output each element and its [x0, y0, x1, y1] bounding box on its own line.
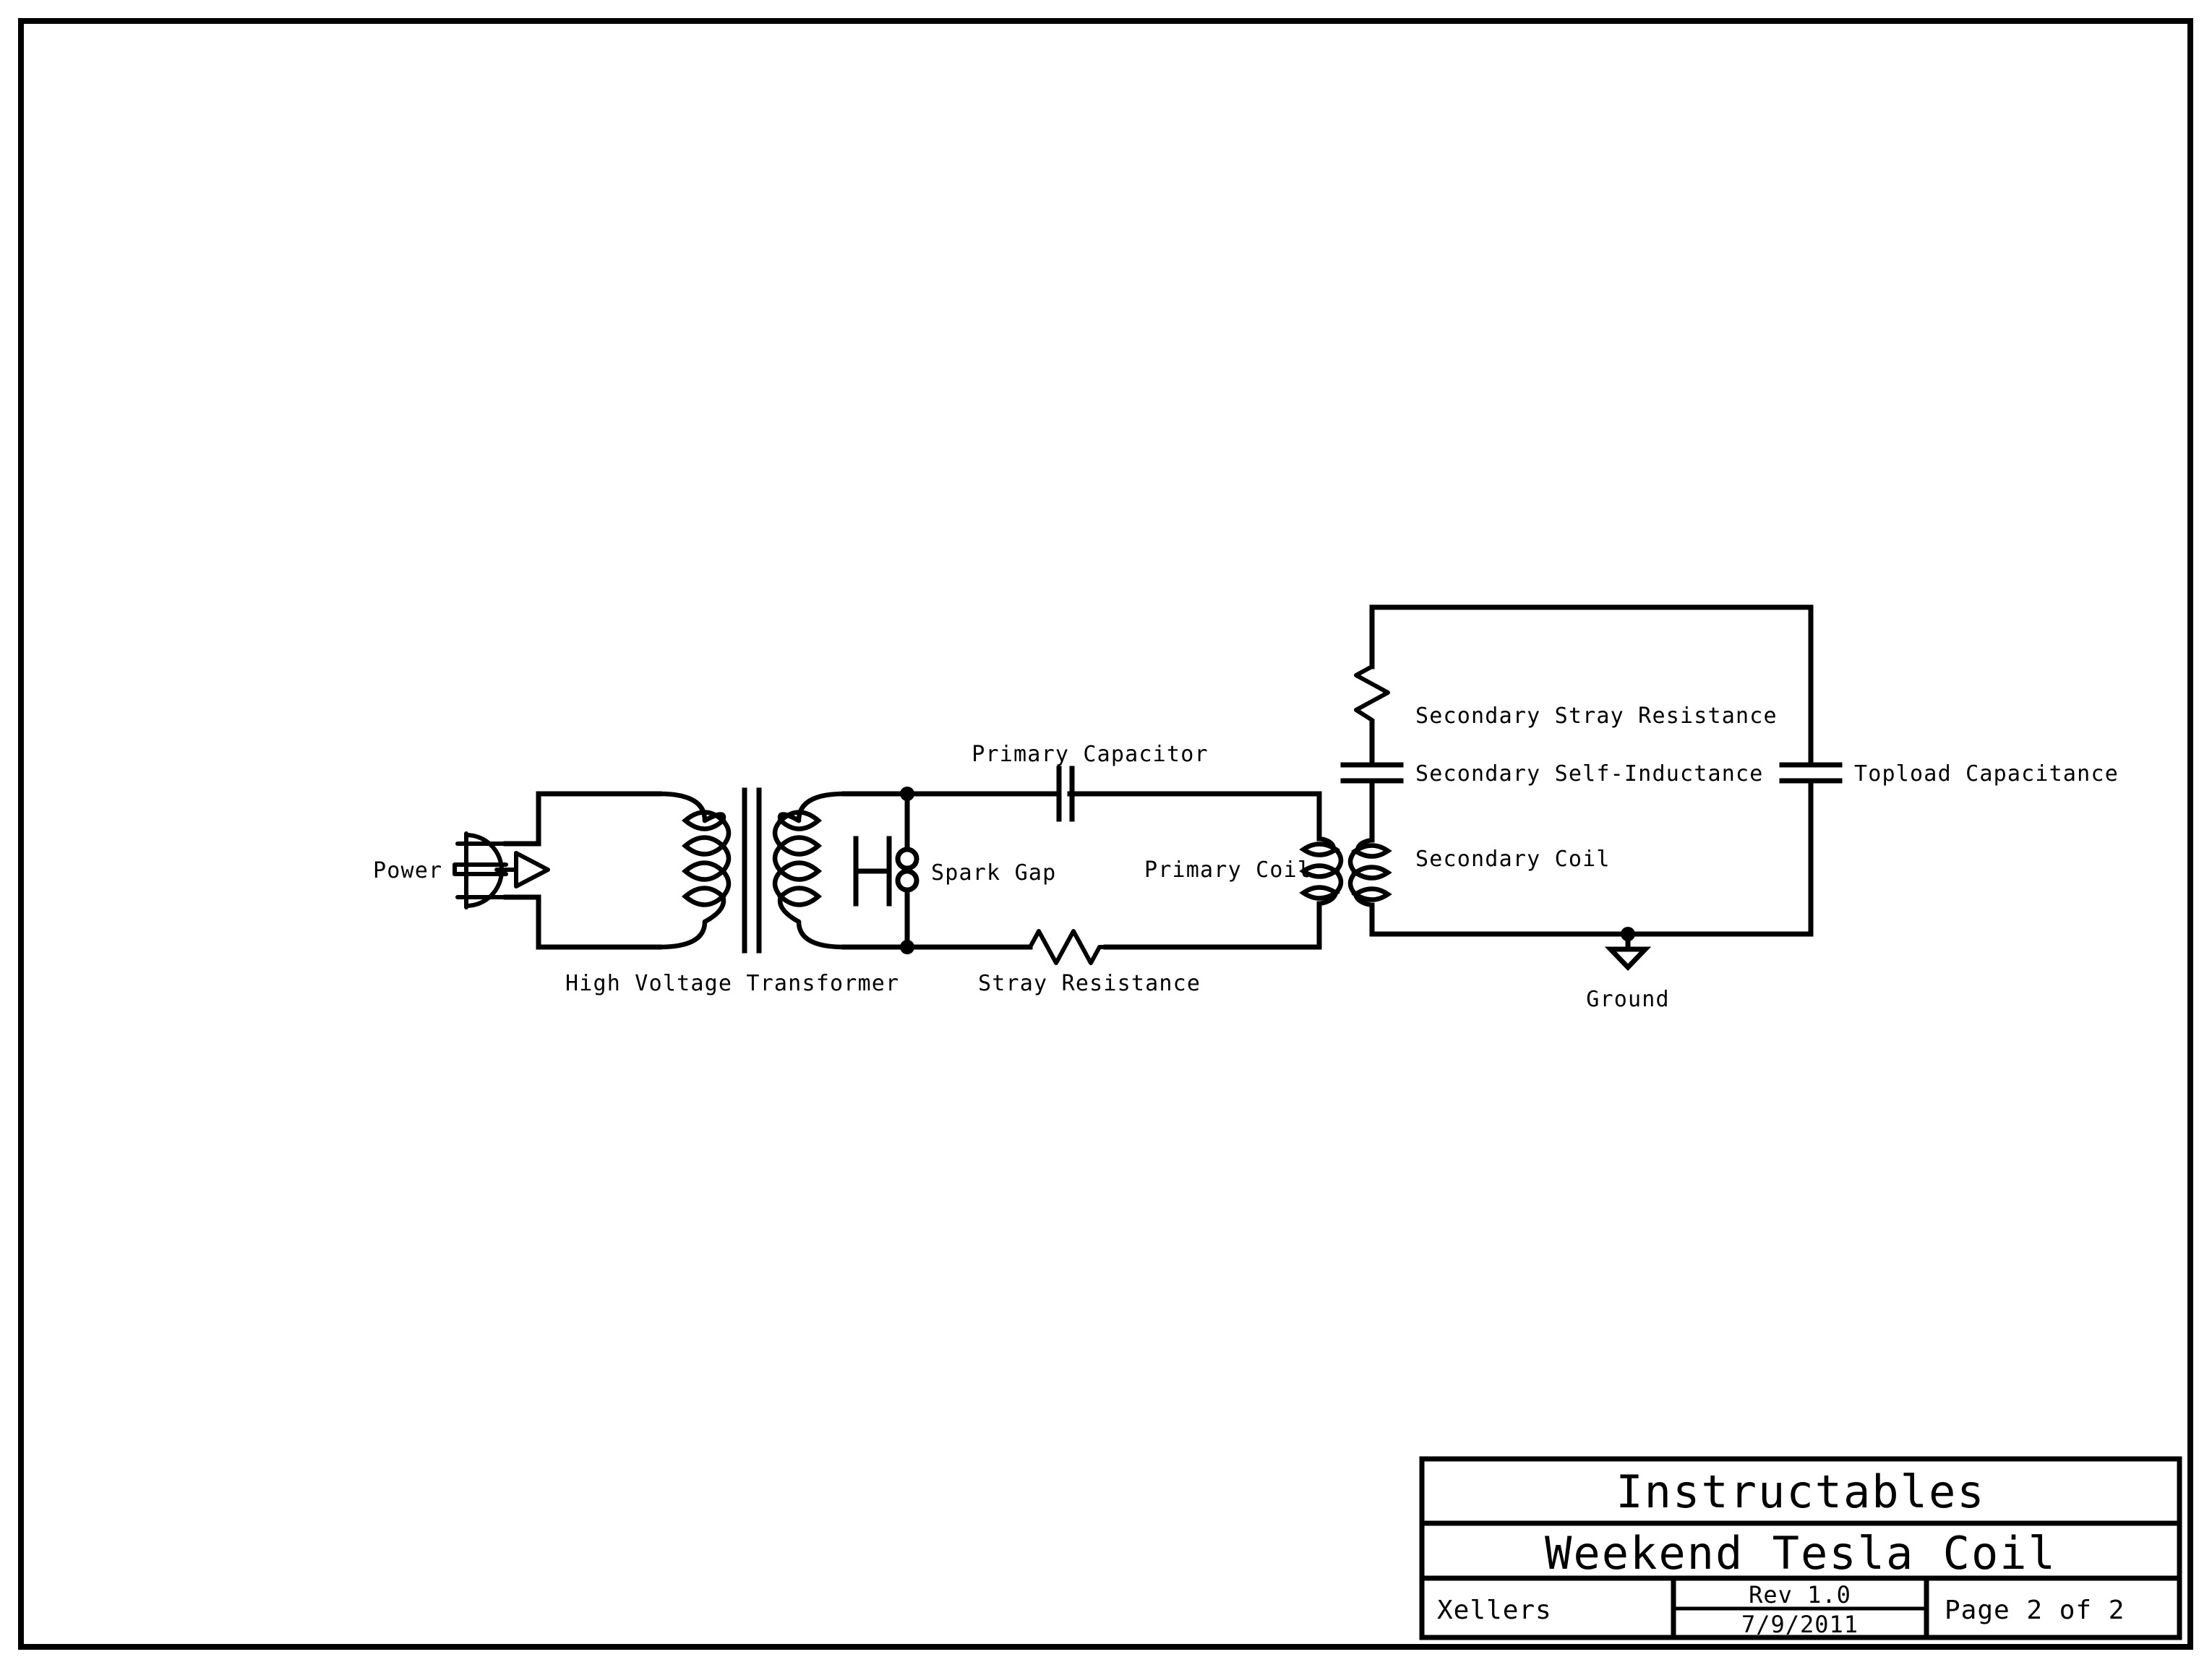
primary-capacitor-label: Primary Capacitor	[972, 742, 1208, 767]
page-border	[18, 18, 2193, 1650]
title-block-page: Page 2 of 2	[1945, 1596, 2125, 1625]
secondary-stray-resistance-label: Secondary Stray Resistance	[1415, 703, 1778, 729]
title-block-project-title: Weekend Tesla Coil	[1545, 1527, 2057, 1580]
transformer-secondary-winding	[772, 791, 847, 950]
primary-capacitor-icon	[1056, 766, 1075, 822]
ground-label: Ground	[1586, 987, 1670, 1012]
primary-coil-icon	[1299, 836, 1344, 907]
title-block-author: Xellers	[1437, 1596, 1552, 1625]
power-plug-icon	[453, 831, 550, 909]
secondary-circuit-wiring	[1369, 604, 1814, 937]
secondary-stray-resistance-icon	[1354, 664, 1390, 724]
primary-tank-wiring	[841, 791, 1322, 950]
transformer-primary-winding	[656, 791, 732, 950]
title-block-organization: Instructables	[1616, 1465, 1985, 1518]
title-block: Instructables Weekend Tesla Coil Xellers…	[1419, 1456, 2182, 1640]
transformer-primary-wiring	[503, 791, 662, 950]
transformer-core	[742, 787, 762, 954]
junction-node-bottom	[900, 940, 914, 954]
topload-capacitance-icon	[1779, 762, 1843, 784]
spark-gap-label: Spark Gap	[931, 860, 1056, 886]
title-block-revision: Rev 1.0	[1749, 1581, 1851, 1609]
high-voltage-transformer-label: High Voltage Transformer	[565, 971, 899, 996]
secondary-self-inductance-icon	[1340, 762, 1404, 784]
stray-resistance-icon	[1028, 929, 1108, 965]
spark-gap-icon	[895, 847, 919, 893]
junction-node-top	[900, 787, 914, 801]
secondary-coil-icon	[1347, 837, 1392, 908]
safety-gap-icon	[853, 836, 892, 907]
secondary-coil-label: Secondary Coil	[1415, 847, 1611, 872]
secondary-self-inductance-label: Secondary Self-Inductance	[1415, 761, 1764, 787]
stray-resistance-label: Stray Resistance	[978, 971, 1201, 996]
power-label: Power	[373, 858, 442, 883]
topload-capacitance-label: Topload Capacitance	[1854, 761, 2119, 787]
title-block-date: 7/9/2011	[1741, 1611, 1859, 1638]
primary-coil-label: Primary Coil	[1144, 857, 1311, 883]
ground-icon	[1604, 927, 1652, 972]
